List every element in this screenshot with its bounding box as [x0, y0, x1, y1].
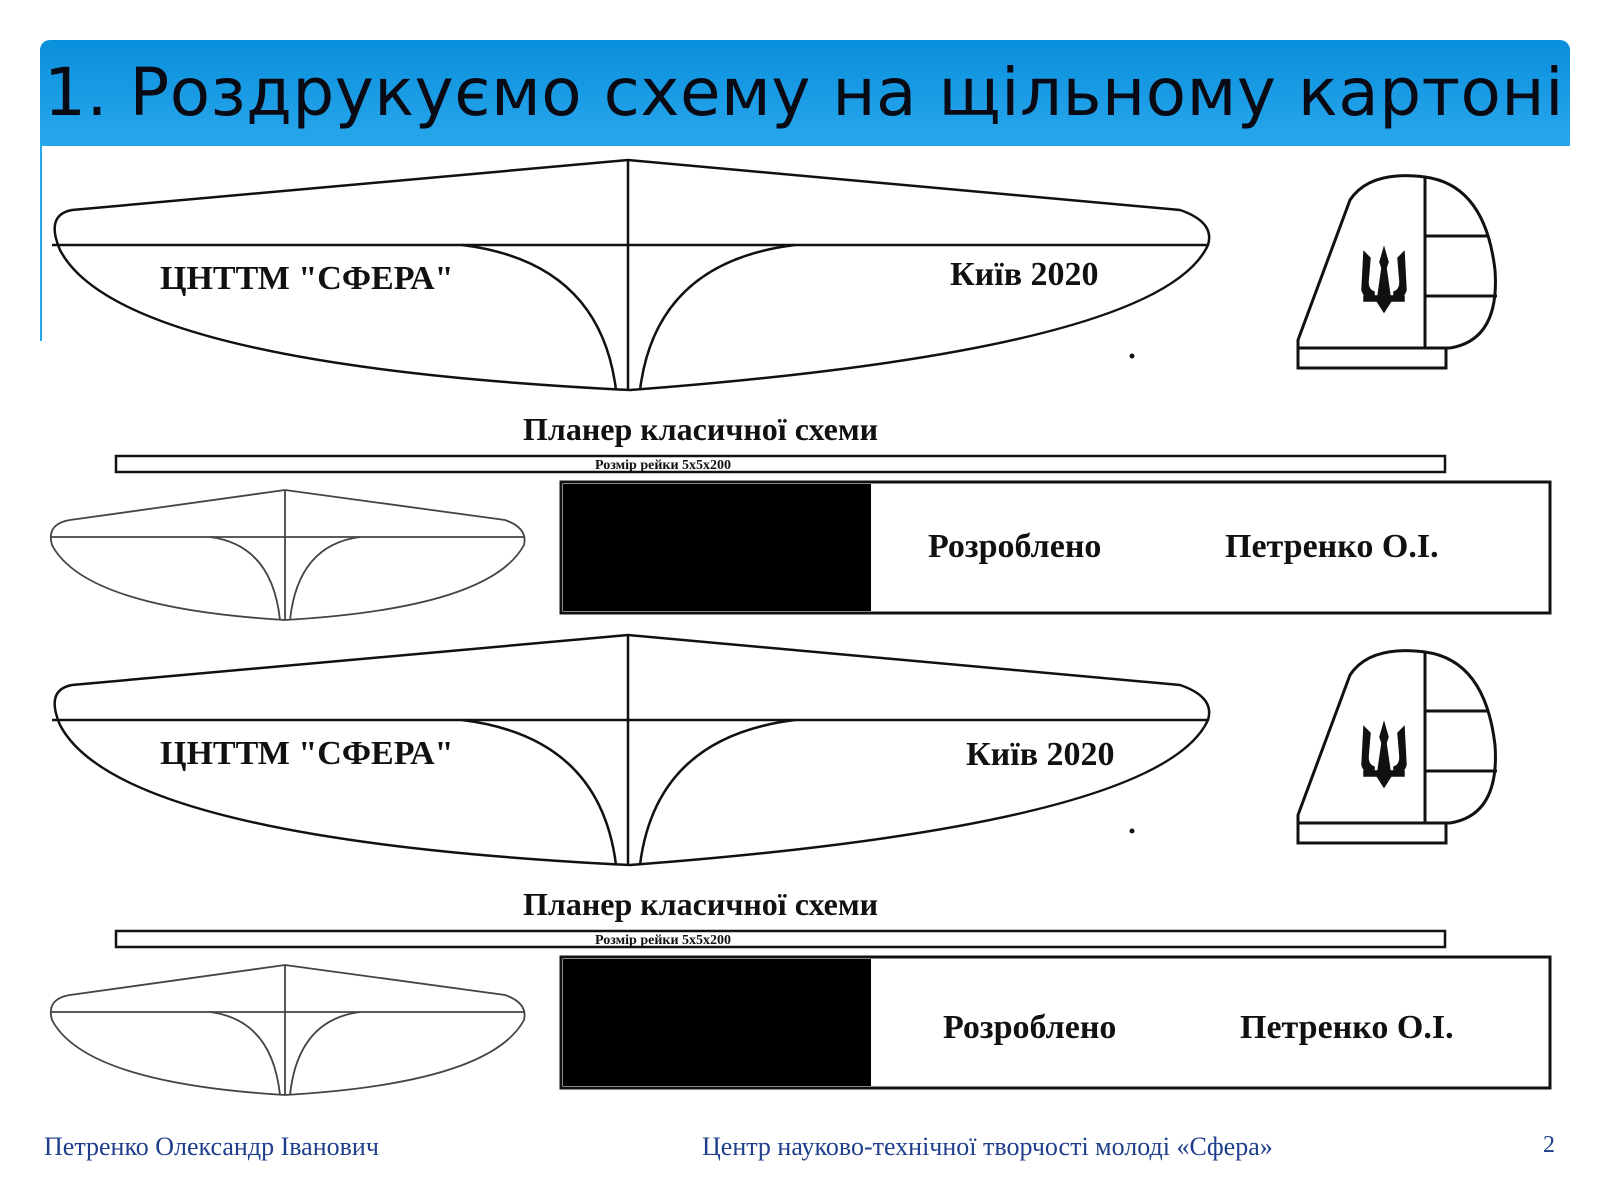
slide-footer: Петренко Олександр Іванович Центр науков…	[0, 1132, 1600, 1172]
developed-label-1: Розроблено	[928, 528, 1101, 565]
title-bar: 1. Роздрукуємо схему на щільному картоні	[40, 40, 1570, 146]
title-bar-edge	[40, 146, 42, 341]
developer-1: Петренко О.І.	[1225, 528, 1439, 565]
page-number: 2	[1543, 1132, 1555, 1158]
slide-title: 1. Роздрукуємо схему на щільному картоні	[44, 54, 1564, 131]
footer-author: Петренко Олександр Іванович	[44, 1132, 379, 1161]
city-year-1: Київ 2020	[950, 256, 1099, 293]
city-year-2: Київ 2020	[966, 736, 1115, 773]
developer-2: Петренко О.І.	[1240, 1009, 1454, 1046]
org-label-1: ЦНТТМ "СФЕРА"	[160, 260, 454, 297]
developed-label-2: Розроблено	[943, 1009, 1116, 1046]
model-name-1: Планер класичної схеми	[523, 411, 878, 447]
rail-size-2: Розмір рейки 5х5х200	[595, 933, 731, 948]
model-name-2: Планер класичної схеми	[523, 886, 878, 922]
footer-organization: Центр науково-технічної творчості молоді…	[702, 1132, 1273, 1161]
org-label-2: ЦНТТМ "СФЕРА"	[160, 735, 454, 772]
rail-size-1: Розмір рейки 5х5х200	[595, 458, 731, 473]
